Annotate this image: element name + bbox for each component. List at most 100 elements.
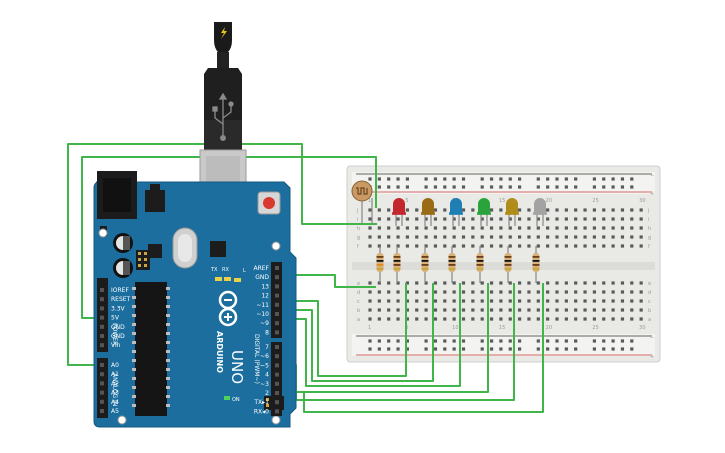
bb-rail-hole[interactable] <box>461 185 466 189</box>
led-white[interactable] <box>534 198 546 214</box>
bb-hole[interactable] <box>602 308 606 312</box>
bb-rail-hole[interactable] <box>536 347 540 351</box>
bb-hole[interactable] <box>387 317 391 321</box>
bb-rail-hole[interactable] <box>564 185 568 189</box>
bb-hole[interactable] <box>396 235 400 239</box>
bb-hole[interactable] <box>396 226 400 230</box>
bb-rail-hole[interactable] <box>564 339 568 343</box>
bb-hole[interactable] <box>592 217 596 221</box>
bb-hole[interactable] <box>620 244 625 248</box>
bb-hole[interactable] <box>471 290 475 294</box>
bb-hole[interactable] <box>499 226 503 230</box>
bb-hole[interactable] <box>405 244 409 248</box>
digital-pin[interactable] <box>275 321 279 326</box>
bb-rail-hole[interactable] <box>405 177 409 181</box>
bb-hole[interactable] <box>471 281 475 285</box>
bb-hole[interactable] <box>508 308 512 312</box>
bb-hole[interactable] <box>415 290 419 294</box>
bb-hole[interactable] <box>415 244 419 248</box>
bb-rail-hole[interactable] <box>452 177 456 181</box>
bb-hole[interactable] <box>424 226 428 230</box>
bb-hole[interactable] <box>480 290 484 294</box>
bb-hole[interactable] <box>433 308 438 312</box>
bb-hole[interactable] <box>518 308 522 312</box>
digital-pin[interactable] <box>275 391 279 395</box>
bb-rail-hole[interactable] <box>508 177 512 181</box>
bb-hole[interactable] <box>620 235 625 239</box>
bb-hole[interactable] <box>387 299 391 303</box>
bb-hole[interactable] <box>471 208 475 212</box>
power-pin[interactable] <box>100 343 104 348</box>
bb-hole[interactable] <box>555 235 559 239</box>
bb-hole[interactable] <box>564 226 568 230</box>
bb-hole[interactable] <box>424 317 428 321</box>
bb-hole[interactable] <box>555 208 559 212</box>
bb-rail-hole[interactable] <box>480 185 484 189</box>
bb-hole[interactable] <box>518 208 522 212</box>
led-yellow[interactable] <box>506 198 518 214</box>
bb-rail-hole[interactable] <box>480 339 484 343</box>
bb-hole[interactable] <box>461 299 466 303</box>
bb-hole[interactable] <box>433 217 438 221</box>
bb-hole[interactable] <box>574 281 578 285</box>
bb-rail-hole[interactable] <box>592 185 596 189</box>
bb-hole[interactable] <box>461 281 466 285</box>
bb-hole[interactable] <box>396 317 400 321</box>
bb-rail-hole[interactable] <box>611 185 615 189</box>
bb-hole[interactable] <box>508 217 512 221</box>
bb-hole[interactable] <box>508 317 512 321</box>
bb-hole[interactable] <box>564 281 568 285</box>
bb-hole[interactable] <box>452 281 456 285</box>
bb-hole[interactable] <box>574 317 578 321</box>
bb-hole[interactable] <box>415 281 419 285</box>
digital-pin[interactable] <box>275 409 279 414</box>
power-pin[interactable] <box>100 324 104 329</box>
bb-hole[interactable] <box>546 217 550 221</box>
bb-hole[interactable] <box>574 290 578 294</box>
bb-hole[interactable] <box>443 217 447 221</box>
bb-rail-hole[interactable] <box>443 347 447 351</box>
bb-hole[interactable] <box>480 244 484 248</box>
bb-hole[interactable] <box>574 299 578 303</box>
bb-hole[interactable] <box>489 308 494 312</box>
bb-hole[interactable] <box>396 290 400 294</box>
bb-rail-hole[interactable] <box>602 347 606 351</box>
bb-rail-hole[interactable] <box>546 185 550 189</box>
bb-hole[interactable] <box>536 317 540 321</box>
bb-hole[interactable] <box>564 217 568 221</box>
digital-pin[interactable] <box>275 330 279 335</box>
bb-hole[interactable] <box>620 226 625 230</box>
bb-hole[interactable] <box>499 281 503 285</box>
bb-hole[interactable] <box>480 299 484 303</box>
bb-rail-hole[interactable] <box>461 347 466 351</box>
bb-rail-hole[interactable] <box>387 185 391 189</box>
bb-rail-hole[interactable] <box>546 339 550 343</box>
bb-hole[interactable] <box>387 308 391 312</box>
bb-rail-hole[interactable] <box>555 185 559 189</box>
bb-hole[interactable] <box>387 208 391 212</box>
digital-pin[interactable] <box>275 293 279 298</box>
analog-pin[interactable] <box>100 372 104 377</box>
bb-hole[interactable] <box>527 244 531 248</box>
bb-hole[interactable] <box>405 317 409 321</box>
bb-rail-hole[interactable] <box>377 339 381 343</box>
bb-hole[interactable] <box>368 235 372 239</box>
bb-hole[interactable] <box>536 308 540 312</box>
bb-hole[interactable] <box>630 299 634 303</box>
bb-hole[interactable] <box>518 217 522 221</box>
led-orange[interactable] <box>422 198 434 214</box>
bb-hole[interactable] <box>620 317 625 321</box>
bb-hole[interactable] <box>405 235 409 239</box>
bb-hole[interactable] <box>630 308 634 312</box>
bb-hole[interactable] <box>489 217 494 221</box>
bb-hole[interactable] <box>377 235 381 239</box>
bb-hole[interactable] <box>377 217 381 221</box>
bb-rail-hole[interactable] <box>630 185 634 189</box>
bb-hole[interactable] <box>396 281 400 285</box>
bb-hole[interactable] <box>611 208 615 212</box>
digital-pin[interactable] <box>275 372 279 377</box>
bb-hole[interactable] <box>368 290 372 294</box>
bb-hole[interactable] <box>518 226 522 230</box>
bb-rail-hole[interactable] <box>396 339 400 343</box>
